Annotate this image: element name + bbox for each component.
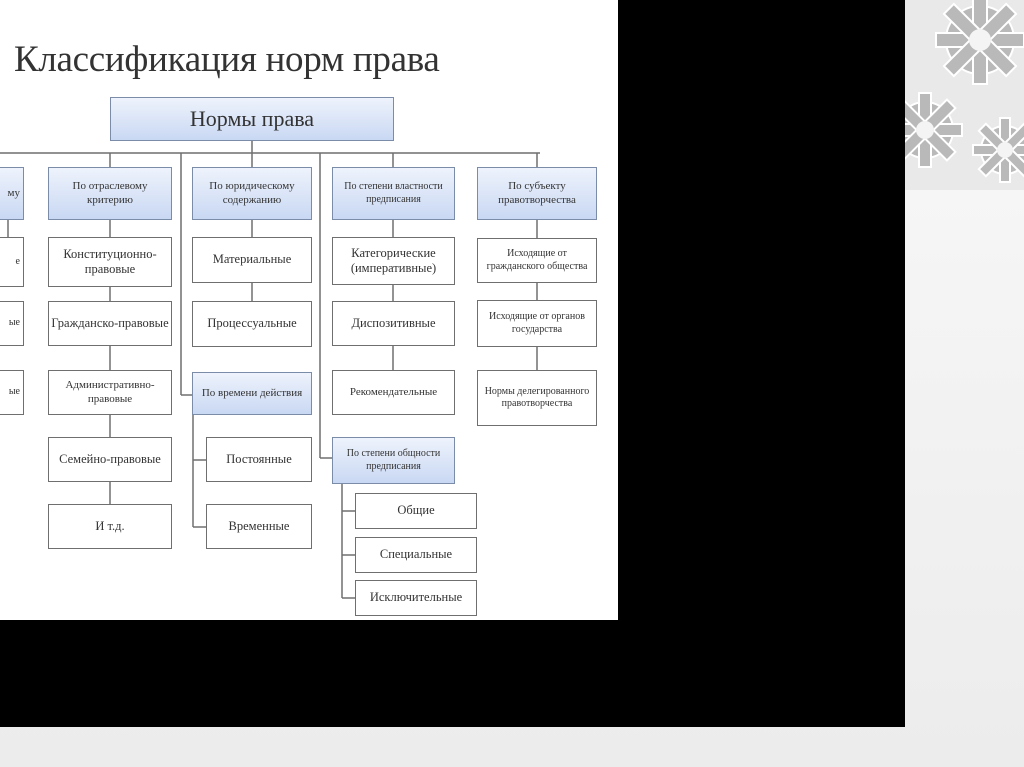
- node-industry-item-1: Конституционно-правовые: [48, 237, 172, 287]
- node-content-header: По юридическому содержанию: [192, 167, 312, 220]
- node-authority-item-2: Диспозитивные: [332, 301, 455, 346]
- gear-decoration-icon: [905, 0, 1024, 190]
- node-generality-item-3: Исключительные: [355, 580, 477, 616]
- node-generality-item-2: Специальные: [355, 537, 477, 573]
- node-industry-header: По отраслевому критерию: [48, 167, 172, 220]
- node-authority-item-3: Рекомендательные: [332, 370, 455, 415]
- node-subject-item-3: Нормы делегированного правотворчества: [477, 370, 597, 426]
- node-left-cut-header: му: [0, 167, 24, 220]
- node-subject-header: По субъекту правотворчества: [477, 167, 597, 220]
- node-left-cut-item-3: ые: [0, 370, 24, 415]
- node-content-item-1: Материальные: [192, 237, 312, 283]
- node-authority-item-1: Категорические (императивные): [332, 237, 455, 285]
- node-industry-item-5: И т.д.: [48, 504, 172, 549]
- node-industry-item-4: Семейно-правовые: [48, 437, 172, 482]
- diagram-slide: Классификация норм права: [0, 0, 618, 620]
- node-time-header: По времени действия: [192, 372, 312, 415]
- connector-lines: [0, 141, 540, 599]
- node-left-cut-item-2: ые: [0, 301, 24, 346]
- node-generality-item-1: Общие: [355, 493, 477, 529]
- node-subject-item-2: Исходящие от органов государства: [477, 300, 597, 347]
- node-industry-item-2: Гражданско-правовые: [48, 301, 172, 346]
- node-generality-header: По степени общности предписания: [332, 437, 455, 484]
- node-time-item-1: Постоянные: [206, 437, 312, 482]
- node-time-item-2: Временные: [206, 504, 312, 549]
- node-root: Нормы права: [110, 97, 394, 141]
- node-subject-item-1: Исходящие от гражданского общества: [477, 238, 597, 283]
- node-left-cut-item-1: е: [0, 237, 24, 287]
- page-title: Классификация норм права: [14, 39, 440, 80]
- node-authority-header: По степени властности предписания: [332, 167, 455, 220]
- node-industry-item-3: Административно-правовые: [48, 370, 172, 415]
- node-content-item-2: Процессуальные: [192, 301, 312, 347]
